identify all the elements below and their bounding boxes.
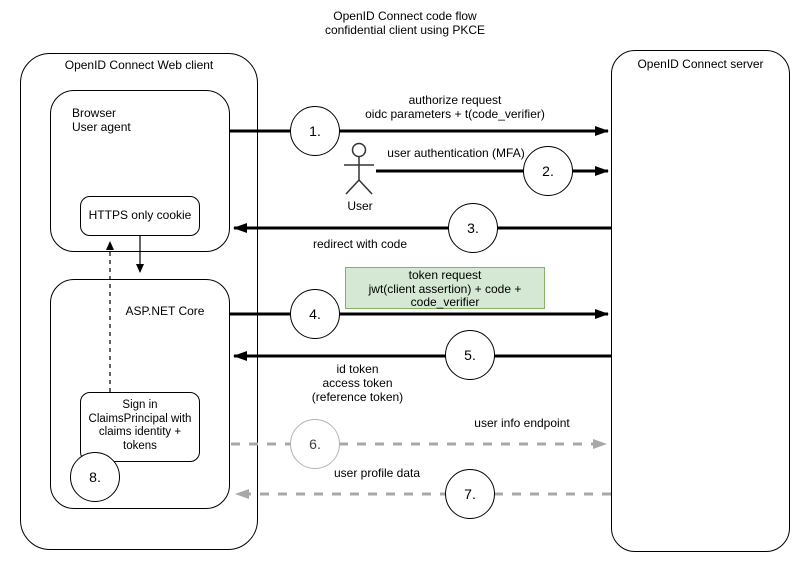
label-user-actor: User [347, 199, 373, 213]
label-id-token: id token access token (reference token) [311, 362, 404, 404]
step-circle-8: 8. [70, 452, 120, 502]
label-user-info-endpoint: user info endpoint [474, 416, 570, 430]
step-circle-2: 2. [523, 146, 573, 196]
server-container-box [611, 50, 790, 552]
step-circle-5: 5. [445, 330, 495, 380]
token-request-note: token request jwt(client assertion) + co… [345, 267, 545, 309]
user-actor-icon [344, 142, 374, 195]
step-circle-4: 4. [290, 289, 340, 339]
server-container-label: OpenID Connect server [637, 57, 764, 71]
aspnet-box-label: ASP.NET Core [125, 304, 205, 318]
label-user-profile-data: user profile data [333, 466, 421, 480]
step-circle-7: 7. [445, 469, 495, 519]
diagram-title: OpenID Connect code flow confidential cl… [324, 9, 486, 37]
label-user-authentication: user authentication (MFA) [387, 146, 525, 160]
client-container-label: OpenID Connect Web client [64, 58, 214, 72]
browser-box-label: Browser User agent [72, 106, 131, 134]
https-cookie-label: HTTPS only cookie [88, 208, 192, 222]
step-circle-6: 6. [290, 419, 340, 469]
signin-box-label: Sign in ClaimsPrincipal with claims iden… [88, 399, 192, 452]
label-redirect-with-code: redirect with code [312, 237, 408, 251]
signin-box [80, 392, 200, 462]
label-authorize-request: authorize request oidc parameters + t(co… [365, 93, 545, 121]
step-circle-1: 1. [290, 106, 340, 156]
https-cookie-box [80, 196, 200, 236]
step-circle-3: 3. [448, 203, 498, 253]
